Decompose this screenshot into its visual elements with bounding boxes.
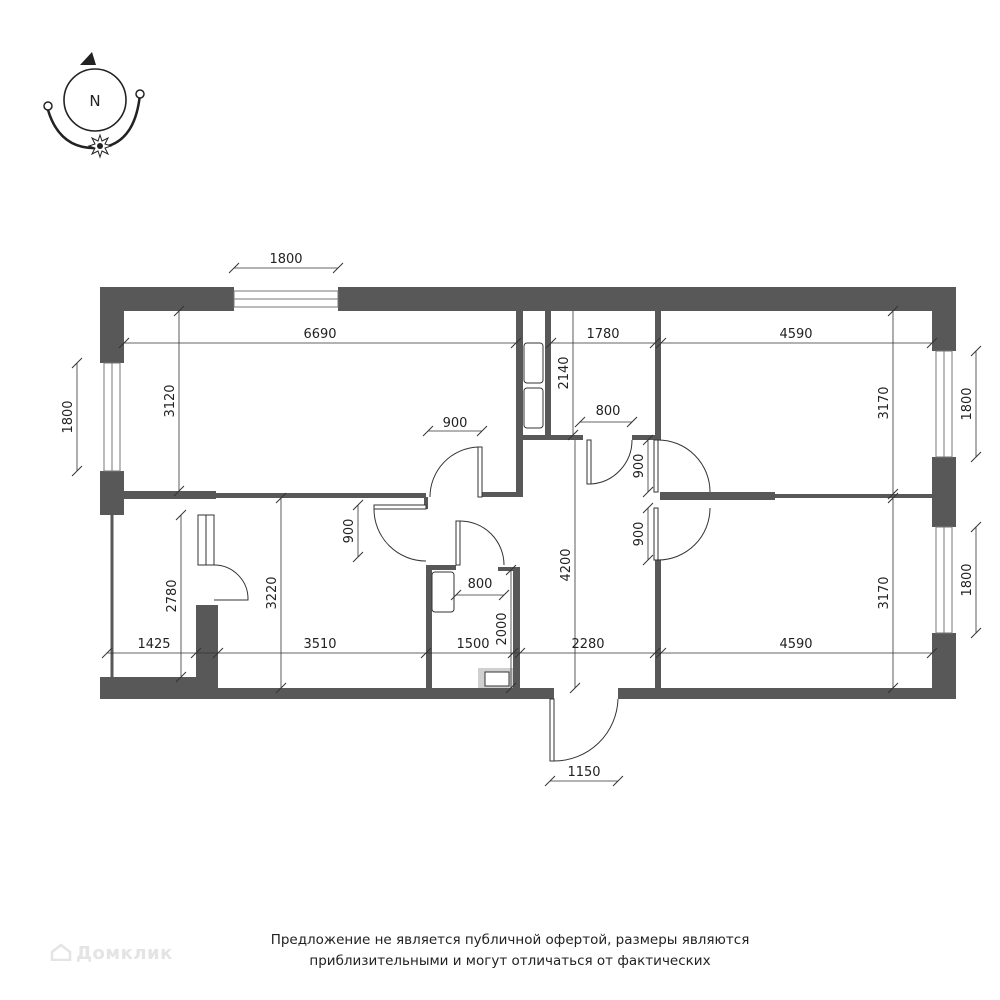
room-door bbox=[373, 504, 427, 562]
storage-door bbox=[586, 439, 633, 485]
dim-living-width: 6690 bbox=[303, 327, 336, 342]
dim-bed-top-door: 900 bbox=[632, 454, 647, 479]
dim-bedroom-bottom-width: 4590 bbox=[779, 637, 812, 652]
compass: N bbox=[43, 52, 145, 159]
dim-bath-door: 800 bbox=[468, 577, 493, 592]
exterior-walls bbox=[100, 287, 956, 699]
washer-icon bbox=[523, 342, 544, 384]
doors bbox=[197, 439, 711, 762]
dim-hall-width: 2280 bbox=[571, 637, 604, 652]
dim-bed-bottom-door: 900 bbox=[632, 522, 647, 547]
bedroom-bottom-door bbox=[653, 507, 711, 561]
dimension-labels: 1800 6690 3120 1800 1780 2140 800 4590 3… bbox=[61, 252, 975, 780]
living-room-door bbox=[429, 446, 483, 498]
dim-left-window: 1800 bbox=[61, 400, 76, 433]
dim-bath-height: 2000 bbox=[495, 612, 510, 645]
interior-walls bbox=[110, 311, 932, 688]
dim-bedroom-bottom-height: 3170 bbox=[877, 576, 892, 609]
dim-bedroom-top-height: 3170 bbox=[877, 386, 892, 419]
dim-storage-door: 800 bbox=[596, 404, 621, 419]
dim-storage-height: 2140 bbox=[557, 356, 572, 389]
dim-top-window: 1800 bbox=[269, 252, 302, 267]
dim-living-door: 900 bbox=[443, 416, 468, 431]
dim-living-height: 3120 bbox=[163, 384, 178, 417]
dryer-icon bbox=[523, 387, 544, 429]
dimension-lines bbox=[71, 262, 982, 787]
brand-watermark: Домклик bbox=[50, 943, 173, 964]
fixtures bbox=[431, 342, 544, 688]
dim-room-height: 3220 bbox=[265, 576, 280, 609]
home-icon bbox=[50, 943, 72, 961]
dim-balcony-width: 1425 bbox=[137, 637, 170, 652]
disclaimer-line-1: Предложение не является публичной оферто… bbox=[270, 932, 750, 948]
bath-door bbox=[455, 520, 505, 566]
windows bbox=[103, 290, 953, 634]
dim-right-window-bottom: 1800 bbox=[960, 563, 975, 596]
brand-name: Домклик bbox=[76, 943, 173, 964]
dim-bath-width: 1500 bbox=[456, 637, 489, 652]
dim-corridor-length: 4200 bbox=[559, 548, 574, 581]
compass-label: N bbox=[89, 92, 100, 110]
dim-bedroom-top-width: 4590 bbox=[779, 327, 812, 342]
dim-room-door: 900 bbox=[342, 519, 357, 544]
dim-balcony-height: 2780 bbox=[165, 579, 180, 612]
dim-right-window-top: 1800 bbox=[960, 387, 975, 420]
north-arrow-icon bbox=[80, 52, 96, 65]
entrance-door bbox=[549, 698, 619, 762]
dim-entrance-door: 1150 bbox=[567, 765, 600, 780]
disclaimer: Предложение не является публичной оферто… bbox=[200, 930, 820, 972]
bathtub-icon bbox=[431, 571, 455, 613]
sun-icon bbox=[87, 133, 113, 159]
balcony-door bbox=[197, 514, 249, 601]
bedroom-top-door bbox=[653, 439, 711, 493]
disclaimer-line-2: приблизительными и могут отличаться от ф… bbox=[309, 953, 711, 969]
dim-room-width: 3510 bbox=[303, 637, 336, 652]
dim-storage-width: 1780 bbox=[586, 327, 619, 342]
